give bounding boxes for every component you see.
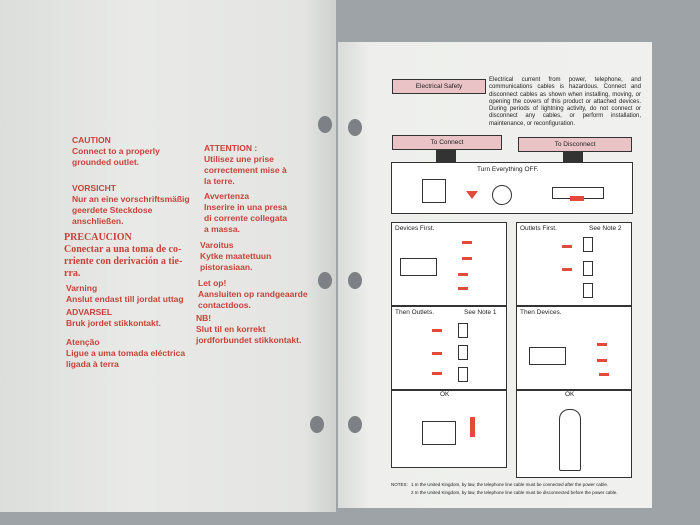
- heading: ATTENTION :: [204, 143, 258, 153]
- outlet-icon: [458, 367, 468, 382]
- ok-label: OK: [565, 391, 575, 398]
- ok-connect-panel: OK: [391, 390, 507, 468]
- arrow-icon: [432, 329, 442, 332]
- label: Then Devices.: [520, 309, 562, 316]
- device-icon: [529, 347, 566, 365]
- ok-label: OK: [440, 391, 450, 398]
- body: Inserire in una presa di corrente colleg…: [204, 202, 288, 234]
- switch-icon: [422, 421, 456, 445]
- heading: VORSICHT: [72, 183, 116, 193]
- binder-hole: [318, 272, 332, 289]
- heading: Varoitus: [200, 240, 234, 250]
- arrow-icon: [597, 343, 607, 346]
- body: Utilisez une prise correctement mise à l…: [204, 154, 287, 186]
- outlet-icon: [458, 345, 468, 360]
- intro-text: Electrical current from power, telephone…: [489, 77, 641, 127]
- arrow-icon: [562, 245, 572, 248]
- outlet-icon: [583, 261, 593, 276]
- binder-hole: [310, 416, 324, 433]
- connector: [563, 152, 583, 164]
- arrow-icon: [599, 373, 609, 376]
- note-ref: See Note 2: [589, 225, 622, 232]
- dial-icon: [492, 185, 512, 205]
- person-icon: [559, 409, 581, 471]
- arrow-icon: [570, 196, 584, 201]
- turn-off-panel: Turn Everything OFF.: [391, 162, 633, 214]
- up-arrow-icon: [470, 417, 475, 437]
- body: Kytke maatettuun pistorasiaan.: [200, 251, 272, 272]
- connector: [436, 150, 456, 162]
- label: Outlets First.: [520, 225, 557, 232]
- switch-icon: [422, 179, 446, 203]
- electrical-safety-title: Electrical Safety: [392, 79, 486, 94]
- note-ref: See Note 1: [464, 309, 497, 316]
- binder-hole: [348, 272, 362, 289]
- heading: Atenção: [66, 337, 100, 347]
- notes-label: NOTES:: [391, 482, 408, 487]
- outlets-first-panel: Outlets First. See Note 2: [516, 222, 632, 306]
- then-outlets-panel: Then Outlets. See Note 1: [391, 306, 507, 390]
- binder-hole: [318, 116, 332, 133]
- attention-block: ATTENTION :Utilisez une prise correcteme…: [204, 143, 294, 187]
- outlet-icon: [583, 283, 593, 298]
- arrow-icon: [462, 241, 472, 244]
- outlet-icon: [458, 323, 468, 338]
- body: Ligue a uma tomada eléctrica ligada à te…: [66, 348, 186, 369]
- binder-hole: [348, 416, 362, 433]
- heading: Let op!: [198, 278, 227, 288]
- then-devices-panel: Then Devices.: [516, 306, 632, 390]
- device-icon: [400, 258, 437, 276]
- heading: Avvertenza: [204, 191, 250, 201]
- binder-hole: [348, 119, 362, 136]
- note-1: 1 In the United Kingdom, by law, the tel…: [411, 482, 609, 487]
- body: Slut til en korrekt jordforbundet stikko…: [196, 324, 302, 345]
- to-disconnect-header: To Disconnect: [518, 137, 632, 152]
- heading: ADVARSEL: [66, 307, 113, 317]
- heading: CAUTION: [72, 135, 111, 145]
- arrow-icon: [458, 273, 468, 276]
- down-arrow-icon: [466, 191, 478, 199]
- heading: NB!: [196, 313, 212, 323]
- to-connect-header: To Connect: [392, 135, 502, 150]
- arrow-icon: [432, 352, 442, 355]
- body: Aansluiten op randgeaarde contactdoos.: [198, 289, 308, 310]
- label: Then Outlets.: [395, 309, 435, 316]
- devices-first-panel: Devices First.: [391, 222, 507, 306]
- turn-off-label: Turn Everything OFF.: [477, 166, 539, 173]
- arrow-icon: [458, 287, 468, 290]
- arrow-icon: [462, 257, 472, 260]
- arrow-icon: [597, 359, 607, 362]
- nb-block: NB!Slut til en korrekt jordforbundet sti…: [196, 313, 306, 346]
- body: Conectar a una toma de co-rriente con de…: [64, 244, 183, 279]
- arrow-icon: [562, 268, 572, 271]
- heading: Varning: [66, 283, 98, 293]
- outlet-icon: [583, 237, 593, 252]
- label: Devices First.: [395, 225, 435, 232]
- ok-disconnect-panel: OK: [516, 390, 632, 478]
- heading: PRECAUCION: [64, 232, 132, 243]
- body: Connect to a properly grounded outlet.: [72, 146, 160, 167]
- body: Nur an eine vorschriftsmäßig geerdete St…: [72, 194, 190, 226]
- arrow-icon: [432, 372, 442, 375]
- body: Bruk jordet stikkontakt.: [66, 318, 161, 328]
- note-2: 2 In the United Kingdom, by law, the tel…: [411, 490, 618, 495]
- body: Anslut endast till jordat uttag: [66, 294, 184, 304]
- let-op-block: Let op!Aansluiten op randgeaarde contact…: [198, 278, 313, 311]
